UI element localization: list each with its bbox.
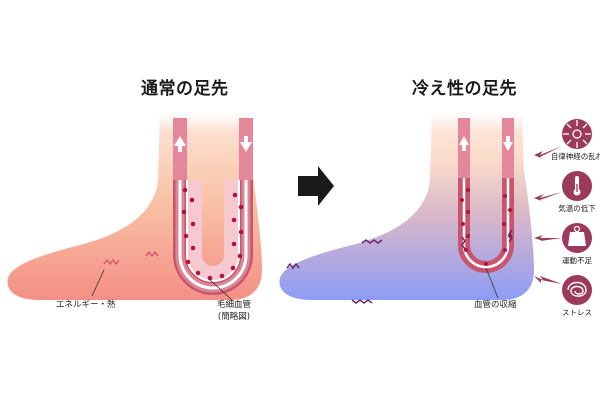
transition-arrow <box>298 166 334 206</box>
capillary-label-line2: (簡略図) <box>217 312 251 322</box>
vessel-constriction-label: 血管の収縮 <box>474 300 517 310</box>
cold-title: 冷え性の足先 <box>412 79 517 99</box>
cold-flow-arrows <box>459 136 513 151</box>
cold-foot <box>279 112 534 300</box>
cold-shiver-marks <box>286 229 513 304</box>
cause-stress <box>534 275 592 305</box>
capillary-label: 毛細血管 (簡略図) <box>209 299 259 323</box>
flow-arrows <box>174 136 252 152</box>
energy-heat-label: エネルギー・熱 <box>56 300 116 310</box>
cause-label-temperature: 気温の低下 <box>558 204 596 213</box>
normal-title: 通常の足先 <box>141 79 229 99</box>
cause-exercise <box>534 223 592 253</box>
cause-label-stress: ストレス <box>562 308 592 317</box>
cause-label-exercise: 運動不足 <box>562 256 592 265</box>
cause-label-autonomic: 自律神経の乱れ <box>550 152 600 161</box>
normal-blood-dots <box>181 187 244 281</box>
heat-marks <box>103 250 159 266</box>
cause-temperature <box>534 171 592 202</box>
cause-autonomic-nerve <box>534 119 592 159</box>
capillary-label-line1: 毛細血管 <box>216 300 251 310</box>
